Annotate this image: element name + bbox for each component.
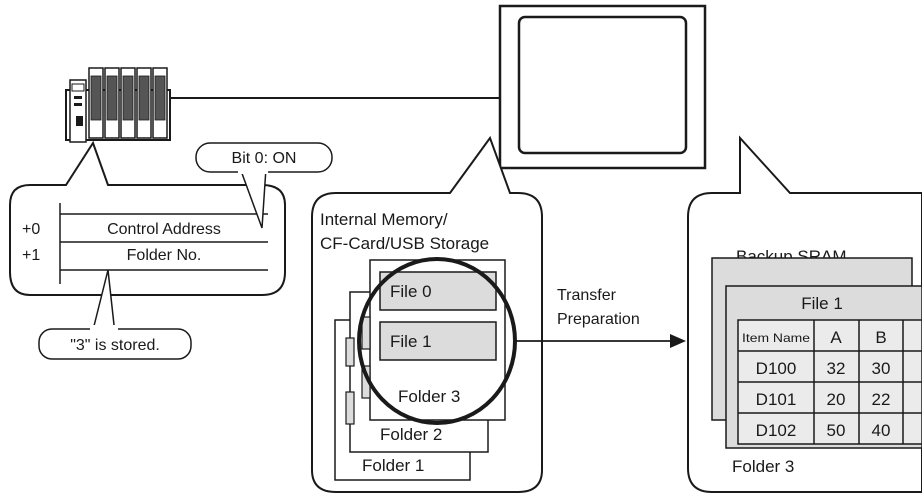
folder-2-label: Folder 2 bbox=[380, 425, 442, 444]
table-cell: D101 bbox=[756, 390, 797, 409]
bit-on-text: Bit 0: ON bbox=[232, 150, 297, 167]
file-0-box bbox=[379, 271, 497, 311]
table-cell: 20 bbox=[827, 390, 846, 409]
transfer-label-line1: Transfer bbox=[557, 287, 617, 304]
folder-3-label: Folder 3 bbox=[398, 387, 460, 406]
table-header-b: B bbox=[875, 328, 886, 347]
table-cell: 22 bbox=[872, 390, 891, 409]
file-1-label: File 1 bbox=[390, 332, 432, 351]
file-0-label: File 0 bbox=[390, 282, 432, 301]
table-cell: D100 bbox=[756, 359, 797, 378]
table-cell: 30 bbox=[872, 359, 891, 378]
plc-memory-callout bbox=[9, 140, 286, 296]
sram-folder-3-label: Folder 3 bbox=[732, 457, 794, 476]
sram-table: Item Name A B D100 32 30 D101 20 22 D102… bbox=[737, 319, 922, 445]
table-cell: 40 bbox=[872, 421, 891, 440]
offset-label: +1 bbox=[22, 247, 40, 264]
memory-title-line1: Internal Memory/ bbox=[320, 210, 448, 229]
control-address-label: Control Address bbox=[107, 221, 221, 238]
file-1-card-label: File 1 bbox=[801, 294, 843, 313]
table-header-a: A bbox=[830, 328, 842, 347]
folder-1-label: Folder 1 bbox=[362, 456, 424, 475]
folder-no-label: Folder No. bbox=[127, 247, 202, 264]
plc-memory-table: +0 Control Address +1 Folder No. bbox=[22, 203, 268, 284]
stored-text: "3" is stored. bbox=[70, 337, 160, 354]
file-1-box bbox=[379, 321, 497, 361]
bit-on-callout: Bit 0: ON bbox=[195, 142, 333, 229]
table-cell: 50 bbox=[827, 421, 846, 440]
display-unit-icon bbox=[498, 4, 707, 170]
stored-callout: "3" is stored. bbox=[38, 269, 192, 360]
table-header-item-name: Item Name bbox=[742, 331, 810, 345]
transfer-label-line2: Preparation bbox=[557, 311, 640, 328]
table-cell: 32 bbox=[827, 359, 846, 378]
offset-label: +0 bbox=[22, 221, 40, 238]
table-cell: D102 bbox=[756, 421, 797, 440]
folder-stack: File 0 File 1 Folder 3 Folder 2 Folder 1 bbox=[334, 259, 506, 481]
transfer-arrow bbox=[515, 334, 686, 348]
memory-title-line2: CF-Card/USB Storage bbox=[320, 234, 489, 253]
plc-device-icon bbox=[65, 67, 171, 143]
